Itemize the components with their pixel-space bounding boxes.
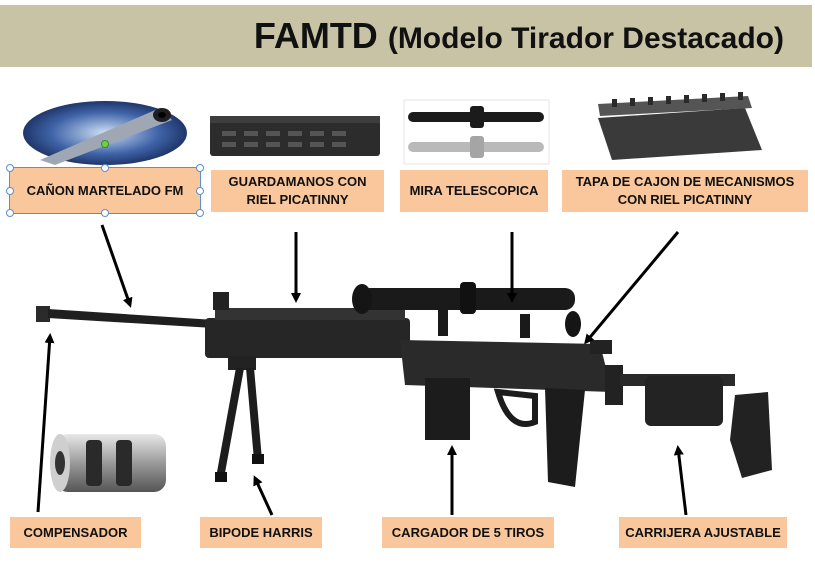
arrow-canon: [100, 224, 133, 308]
scopes-image: [403, 99, 550, 165]
arrow-bipode: [253, 475, 274, 516]
label-carrijera[interactable]: CARRIJERA AJUSTABLE: [619, 517, 787, 548]
label-bipode-text: BIPODE HARRIS: [209, 524, 313, 540]
label-tapa-line2: CON RIEL PICATINNY: [617, 192, 753, 207]
arrows: [36, 224, 688, 516]
label-tapa-line1: TAPA DE CAJON DE MECANISMOS: [575, 174, 795, 189]
label-guardamanos[interactable]: GUARDAMANOS CON RIEL PICATINNY: [211, 170, 384, 212]
selection-handle[interactable]: [6, 187, 14, 195]
title-bar: FAMTD (Modelo Tirador Destacado): [0, 5, 812, 67]
label-bipode-harris[interactable]: BIPODE HARRIS: [200, 517, 322, 548]
selection-handle[interactable]: [101, 209, 109, 217]
receiver-cover-image: [598, 92, 762, 160]
label-guardamanos-line2: RIEL PICATINNY: [246, 192, 349, 207]
title-subtitle: (Modelo Tirador Destacado): [387, 22, 784, 55]
selection-handle[interactable]: [6, 164, 14, 172]
label-cargador[interactable]: CARGADOR DE 5 TIROS: [382, 517, 554, 548]
label-mira-telescopica[interactable]: MIRA TELESCOPICA: [400, 170, 548, 212]
handguard-image: [210, 116, 380, 156]
label-compensador[interactable]: COMPENSADOR: [10, 517, 141, 548]
rifle-image: [36, 282, 772, 487]
label-tapa-cajon[interactable]: TAPA DE CAJON DE MECANISMOS CON RIEL PIC…: [562, 170, 808, 212]
arrow-carrijera: [673, 445, 688, 516]
compensator-image: [50, 434, 166, 492]
label-cargador-text: CARGADOR DE 5 TIROS: [391, 524, 545, 540]
barrel-closeup-image: [23, 101, 187, 165]
rotate-handle[interactable]: [101, 140, 109, 148]
selection-handle[interactable]: [101, 164, 109, 172]
arrow-compensador: [36, 333, 55, 513]
arrow-tapa: [584, 231, 680, 345]
selection-handle[interactable]: [196, 187, 204, 195]
label-carrijera-text: CARRIJERA AJUSTABLE: [625, 524, 781, 540]
selection-handle[interactable]: [196, 164, 204, 172]
selection-handle[interactable]: [196, 209, 204, 217]
label-canon-text: CAÑON MARTELADO FM: [26, 182, 184, 198]
label-mira-text: MIRA TELESCOPICA: [409, 183, 539, 198]
label-compensador-text: COMPENSADOR: [23, 524, 128, 540]
title-main: FAMTD: [253, 15, 378, 56]
label-canon-martelado[interactable]: CAÑON MARTELADO FM: [9, 167, 201, 214]
label-guardamanos-line1: GUARDAMANOS CON: [228, 174, 367, 189]
page-title: FAMTD (Modelo Tirador Destacado): [254, 15, 784, 57]
selection-handle[interactable]: [6, 209, 14, 217]
